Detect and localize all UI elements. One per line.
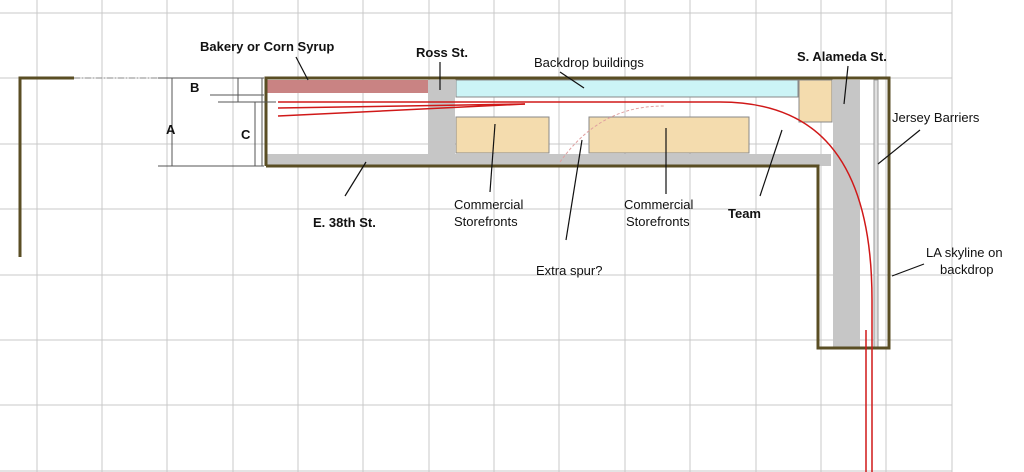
label-ross-st: Ross St. bbox=[416, 45, 468, 60]
alameda-street bbox=[833, 80, 860, 348]
label-dim-b: B bbox=[190, 80, 199, 95]
label-e-38th-st: E. 38th St. bbox=[313, 215, 376, 230]
grid-lines bbox=[0, 0, 953, 472]
label-dim-c: C bbox=[241, 127, 251, 142]
extra-spur-track bbox=[559, 105, 665, 163]
label-commercial-1a: Commercial bbox=[454, 197, 523, 212]
label-jersey-barriers: Jersey Barriers bbox=[892, 110, 980, 125]
label-skyline-1: LA skyline on bbox=[926, 245, 1003, 260]
dimension-lines bbox=[158, 77, 276, 167]
label-s-alameda-st: S. Alameda St. bbox=[797, 49, 887, 64]
jersey-barriers bbox=[873, 79, 879, 349]
team-building bbox=[798, 79, 833, 123]
bakery-building bbox=[266, 80, 428, 93]
e38th-street bbox=[266, 154, 831, 166]
label-dim-a: A bbox=[166, 122, 176, 137]
label-commercial-2b: Storefronts bbox=[626, 214, 690, 229]
leader-lines bbox=[295, 56, 925, 277]
label-commercial-2a: Commercial bbox=[624, 197, 693, 212]
label-commercial-1b: Storefronts bbox=[454, 214, 518, 229]
benchwork-walls bbox=[18, 76, 891, 350]
label-backdrop-buildings: Backdrop buildings bbox=[534, 55, 644, 70]
backdrop-buildings bbox=[455, 79, 799, 98]
storefront-right bbox=[588, 116, 750, 154]
label-skyline-2: backdrop bbox=[940, 262, 993, 277]
label-team: Team bbox=[728, 206, 761, 221]
storefront-left bbox=[455, 116, 550, 154]
ross-street bbox=[428, 80, 455, 154]
track bbox=[277, 101, 873, 472]
label-bakery: Bakery or Corn Syrup bbox=[200, 39, 334, 54]
label-extra-spur: Extra spur? bbox=[536, 263, 602, 278]
